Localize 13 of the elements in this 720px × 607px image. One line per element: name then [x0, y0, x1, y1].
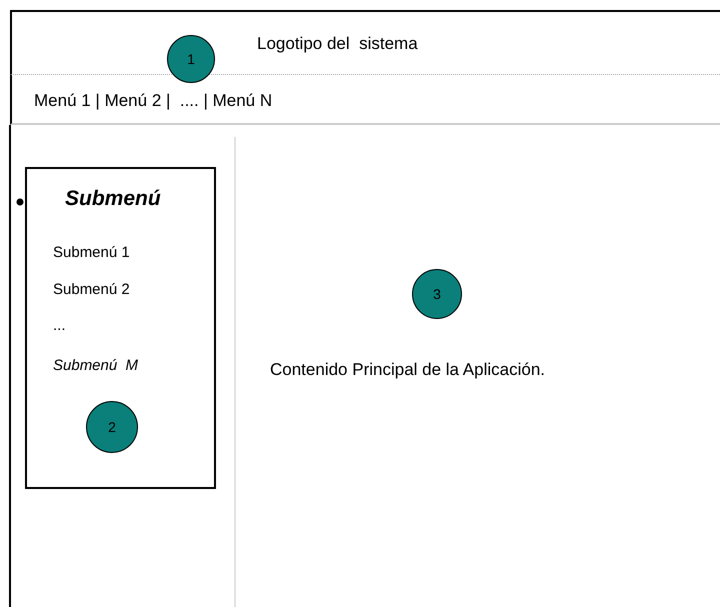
submenu-item: ...	[53, 317, 66, 334]
submenu-panel	[25, 167, 216, 489]
submenu-item: Submenú 2	[53, 281, 130, 298]
header-title: Logotipo del sistema	[257, 34, 418, 54]
menu-bar	[10, 75, 720, 125]
submenu-item: Submenú 1	[53, 244, 130, 261]
menu-links: Menú 1 | Menú 2 | .... | Menú N	[34, 91, 272, 111]
submenu-heading: Submenú	[65, 187, 161, 211]
callout-number: 1	[167, 35, 215, 83]
main-content-text: Contenido Principal de la Aplicación.	[270, 360, 546, 380]
submenu-item: Submenú M	[53, 357, 138, 374]
callout-number: 2	[86, 401, 138, 453]
callout-number: 3	[412, 269, 462, 319]
